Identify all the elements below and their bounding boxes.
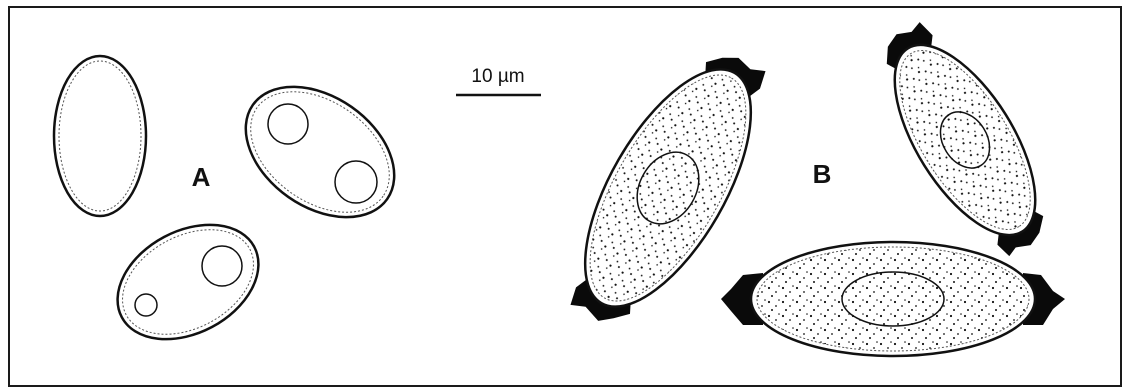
spore-b2	[858, 8, 1072, 271]
panel-a-label: A	[192, 162, 211, 192]
panel-a: A	[54, 56, 419, 362]
spore-a2	[221, 60, 418, 244]
spore-b3	[721, 242, 1065, 356]
panel-b: B	[544, 8, 1072, 356]
panel-b-label: B	[813, 159, 832, 189]
scale-bar: 10 µm	[456, 66, 541, 95]
spore-a1	[54, 56, 146, 216]
scale-bar-label: 10 µm	[471, 66, 524, 87]
spore-a3	[98, 202, 278, 362]
